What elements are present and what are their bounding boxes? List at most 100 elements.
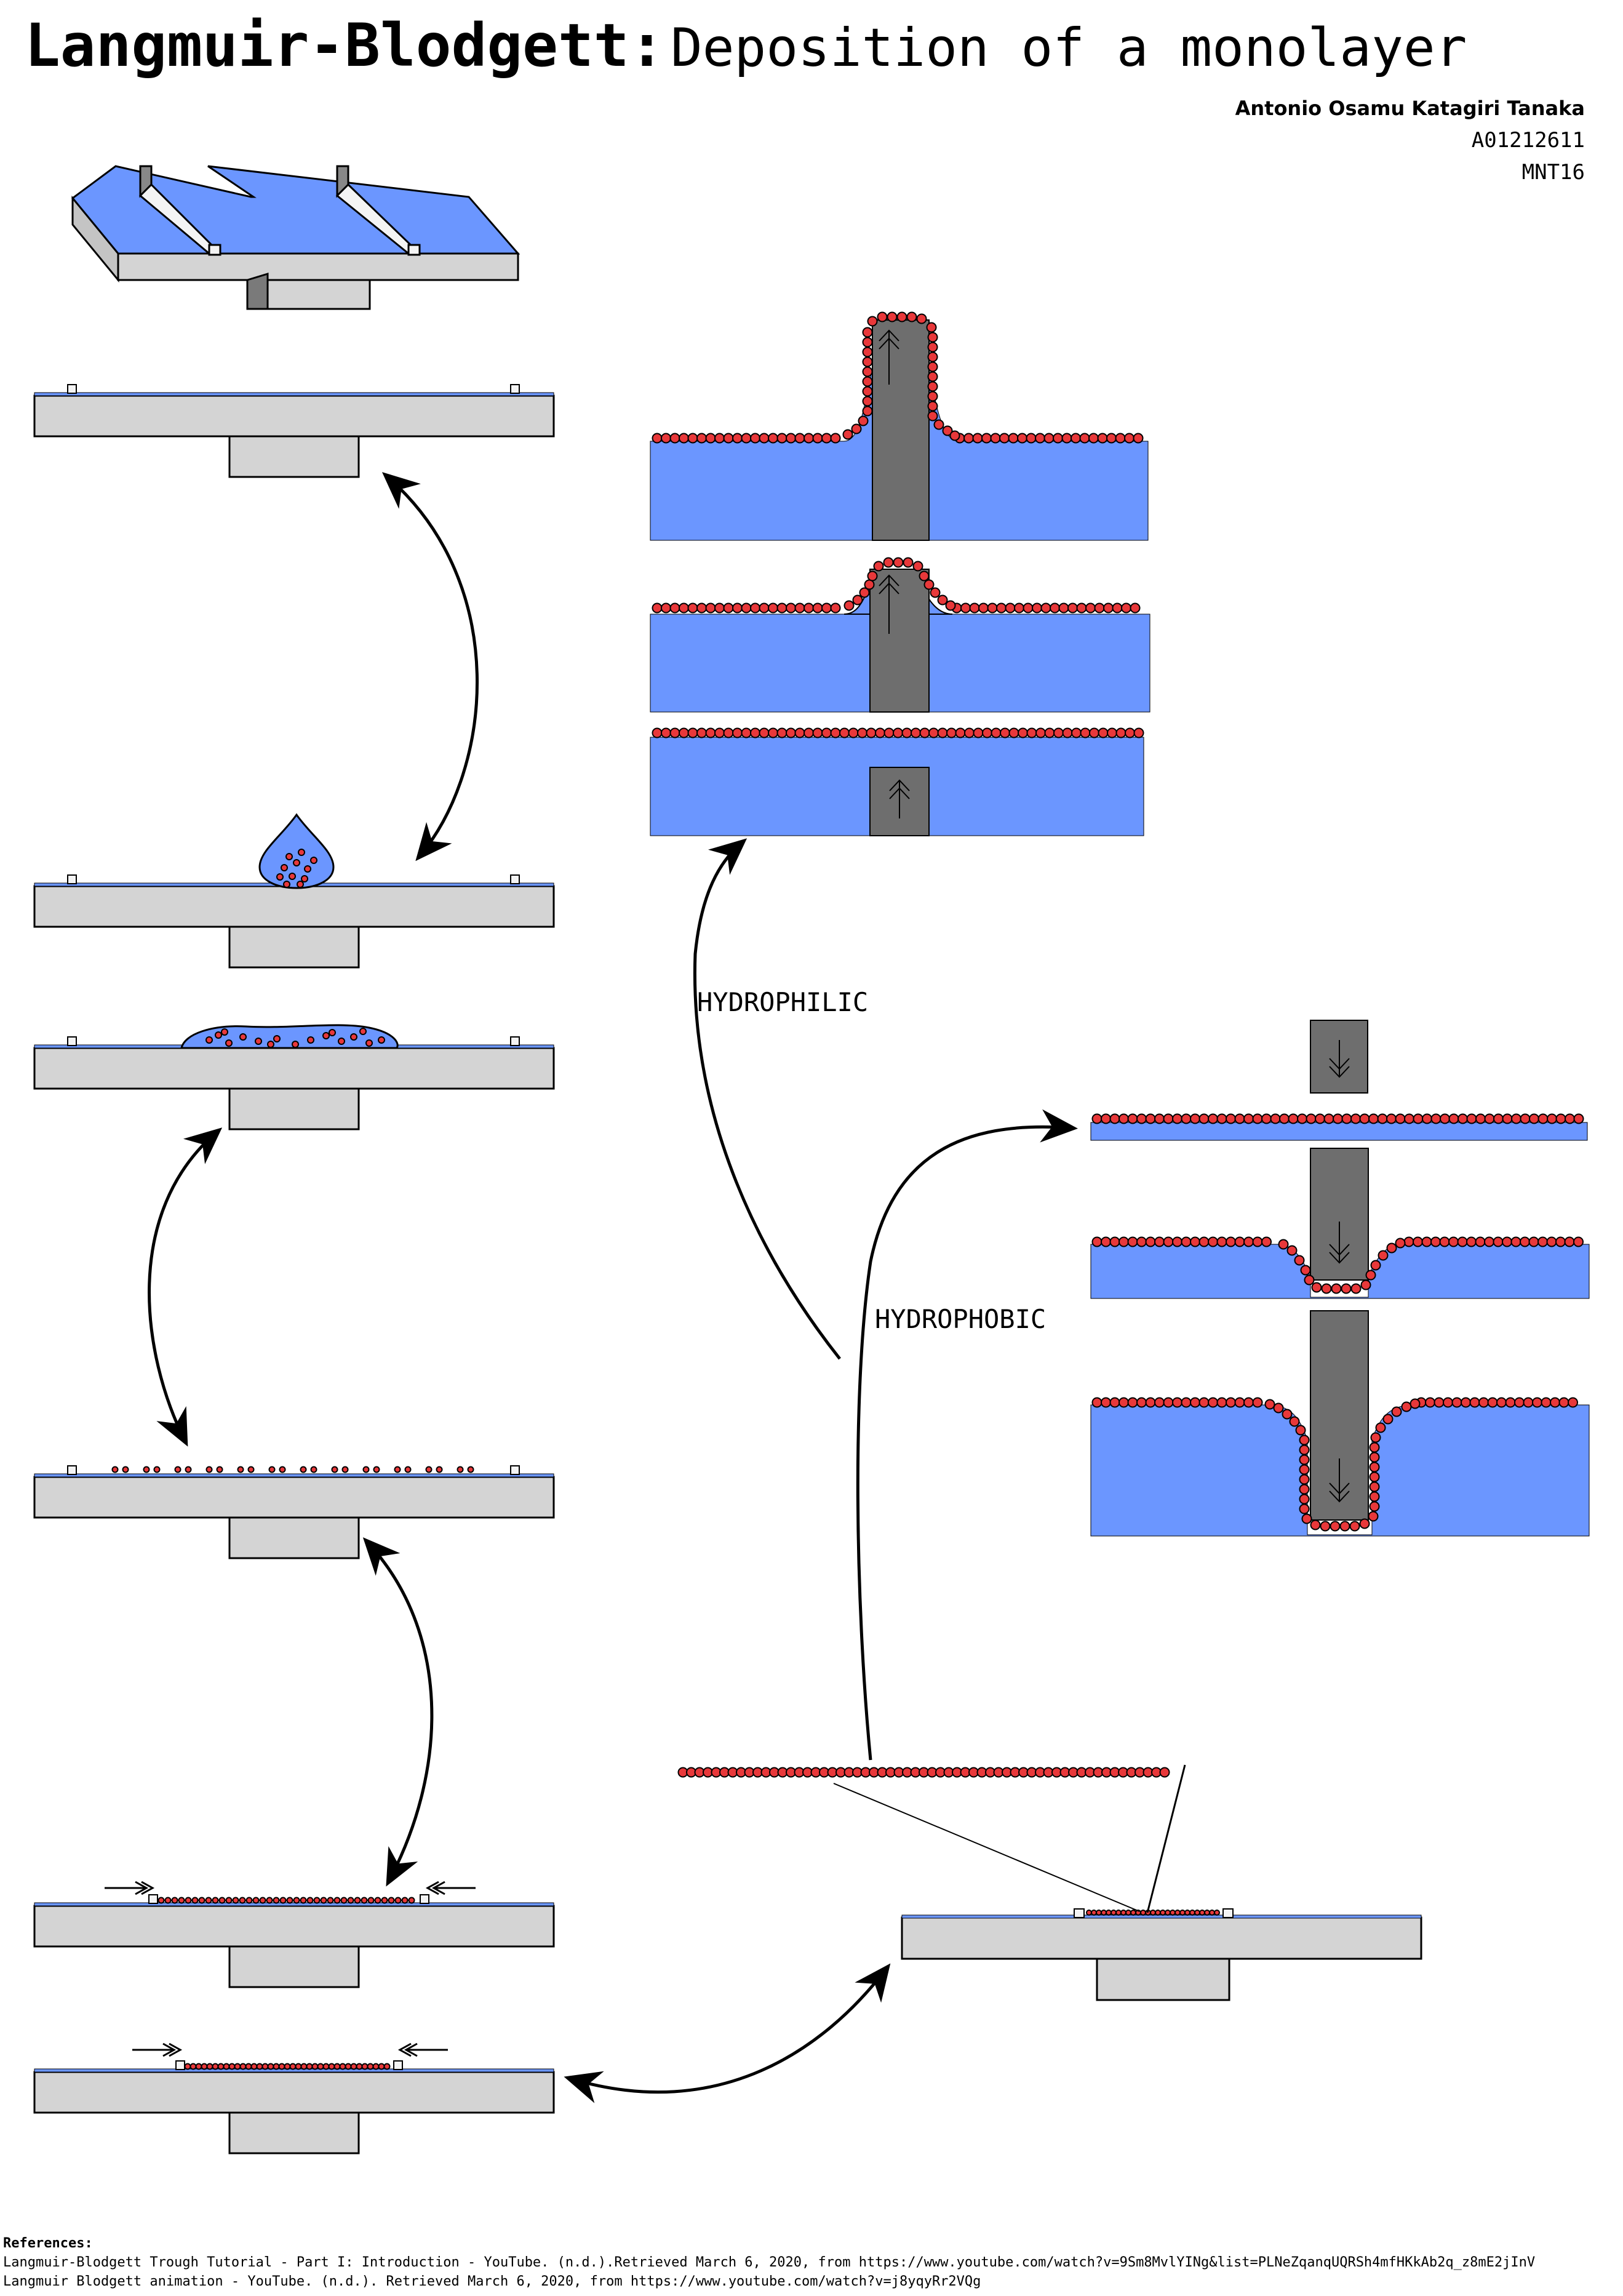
molecule xyxy=(158,1897,165,1904)
molecule xyxy=(191,1897,199,1904)
molecule xyxy=(862,337,873,348)
molecule xyxy=(732,602,743,614)
molecule xyxy=(794,727,805,738)
molecule xyxy=(1008,433,1019,444)
molecule xyxy=(1451,1397,1462,1408)
molecule xyxy=(184,2063,191,2070)
molecule xyxy=(1359,1113,1370,1124)
molecule xyxy=(1101,1397,1111,1408)
molecule xyxy=(1321,1283,1332,1294)
references: References: Langmuir-Blodgett Trough Tut… xyxy=(3,2234,1535,2291)
molecule xyxy=(122,1466,129,1473)
molecule xyxy=(1365,1270,1376,1281)
molecule xyxy=(378,1036,385,1044)
barrier xyxy=(67,384,77,394)
molecule xyxy=(930,587,941,598)
molecule xyxy=(1094,602,1105,614)
molecule xyxy=(830,433,841,444)
molecule xyxy=(1145,1113,1156,1124)
molecule xyxy=(378,2063,385,2070)
molecule xyxy=(1301,1513,1312,1524)
course-code: MNT16 xyxy=(1521,160,1585,185)
molecule xyxy=(1050,602,1060,614)
author-name: Antonio Osamu Katagiri Tanaka xyxy=(1235,97,1585,120)
molecule xyxy=(1130,602,1141,614)
molecule xyxy=(1496,1397,1507,1408)
molecule xyxy=(408,1897,415,1904)
molecule xyxy=(1189,1910,1195,1916)
molecule xyxy=(1140,1910,1146,1916)
molecule xyxy=(804,602,814,614)
molecule xyxy=(696,433,707,444)
molecule xyxy=(981,433,992,444)
compressed-molecules xyxy=(158,1897,415,2070)
molecule xyxy=(1127,1397,1138,1408)
molecule xyxy=(982,727,992,738)
molecule xyxy=(1067,602,1078,614)
barrier xyxy=(510,874,520,884)
molecule xyxy=(862,327,873,338)
molecule xyxy=(679,602,689,614)
molecule xyxy=(705,433,716,444)
water-surface xyxy=(34,1902,554,1906)
molecule xyxy=(1440,1113,1450,1124)
molecule xyxy=(1071,727,1082,738)
molecule xyxy=(205,1036,213,1044)
molecule xyxy=(1422,1113,1432,1124)
molecule xyxy=(714,602,725,614)
barrier xyxy=(148,1894,158,1904)
molecule xyxy=(1252,1397,1263,1408)
barrier xyxy=(420,1894,429,1904)
molecule xyxy=(1208,1236,1218,1247)
molecule xyxy=(999,433,1010,444)
molecule xyxy=(1243,1113,1254,1124)
molecule xyxy=(1226,1397,1236,1408)
molecule xyxy=(189,2063,197,2070)
molecule xyxy=(1136,1397,1147,1408)
molecule xyxy=(1023,602,1034,614)
molecule xyxy=(1505,1397,1516,1408)
molecule xyxy=(1097,433,1108,444)
molecule xyxy=(178,1897,185,1904)
molecule xyxy=(1401,1401,1412,1412)
molecule xyxy=(696,602,707,614)
molecule xyxy=(255,1038,262,1045)
molecule xyxy=(839,727,850,738)
molecule xyxy=(1181,1236,1192,1247)
molecule xyxy=(268,1466,276,1473)
molecule xyxy=(1115,1910,1122,1916)
molecule xyxy=(1145,1236,1156,1247)
molecule xyxy=(927,401,938,412)
molecule xyxy=(1573,1236,1584,1247)
trough-compress-1 xyxy=(33,1894,555,1988)
arrow-drop xyxy=(381,472,479,862)
page-title: Langmuir-Blodgett: Deposition of a monol… xyxy=(25,11,1467,80)
molecule xyxy=(1159,1767,1170,1778)
molecule xyxy=(1005,602,1016,614)
molecule xyxy=(1103,602,1114,614)
trough-well xyxy=(228,2111,360,2154)
molecule xyxy=(858,415,869,426)
molecule xyxy=(1085,602,1096,614)
molecule xyxy=(267,2063,274,2070)
molecule xyxy=(705,727,716,738)
molecule xyxy=(1333,1113,1343,1124)
molecule xyxy=(1172,1113,1182,1124)
molecule xyxy=(830,602,841,614)
molecule xyxy=(1216,1236,1227,1247)
molecule xyxy=(1226,1113,1236,1124)
trough-compress-2 xyxy=(33,2060,555,2154)
molecule xyxy=(1331,1283,1342,1294)
molecule xyxy=(768,727,778,738)
molecule xyxy=(1109,1113,1120,1124)
molecule xyxy=(1208,1113,1218,1124)
molecule xyxy=(467,1466,474,1473)
molecule xyxy=(723,602,734,614)
molecule xyxy=(1174,1910,1181,1916)
molecule xyxy=(425,1466,433,1473)
molecule xyxy=(1339,1521,1350,1532)
barrier xyxy=(175,2060,185,2070)
molecule xyxy=(404,1466,412,1473)
molecule xyxy=(804,433,814,444)
molecule xyxy=(289,2063,297,2070)
